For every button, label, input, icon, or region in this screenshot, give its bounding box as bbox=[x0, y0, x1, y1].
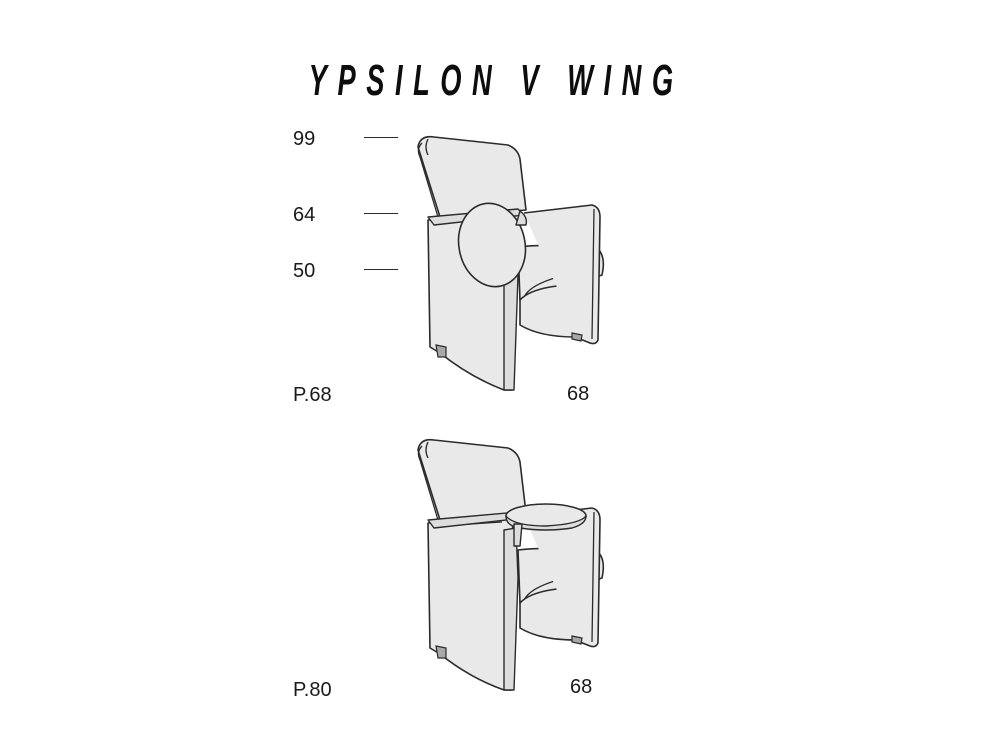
height-label-64: 64 bbox=[293, 204, 316, 226]
depth-label-p80: P.80 bbox=[293, 679, 332, 701]
product-title: YPSILON V WING bbox=[308, 56, 684, 105]
height-tick-64 bbox=[364, 213, 398, 214]
depth-label-p68: P.68 bbox=[293, 384, 332, 406]
height-tick-50 bbox=[364, 269, 398, 270]
height-label-99: 99 bbox=[293, 128, 316, 150]
chair-drawing-p68 bbox=[417, 135, 605, 391]
height-label-50: 50 bbox=[293, 260, 316, 282]
width-label-p68: 68 bbox=[567, 383, 590, 405]
chair-drawing-p80 bbox=[417, 438, 605, 691]
height-tick-99 bbox=[364, 137, 398, 138]
width-label-p80: 68 bbox=[570, 676, 593, 698]
